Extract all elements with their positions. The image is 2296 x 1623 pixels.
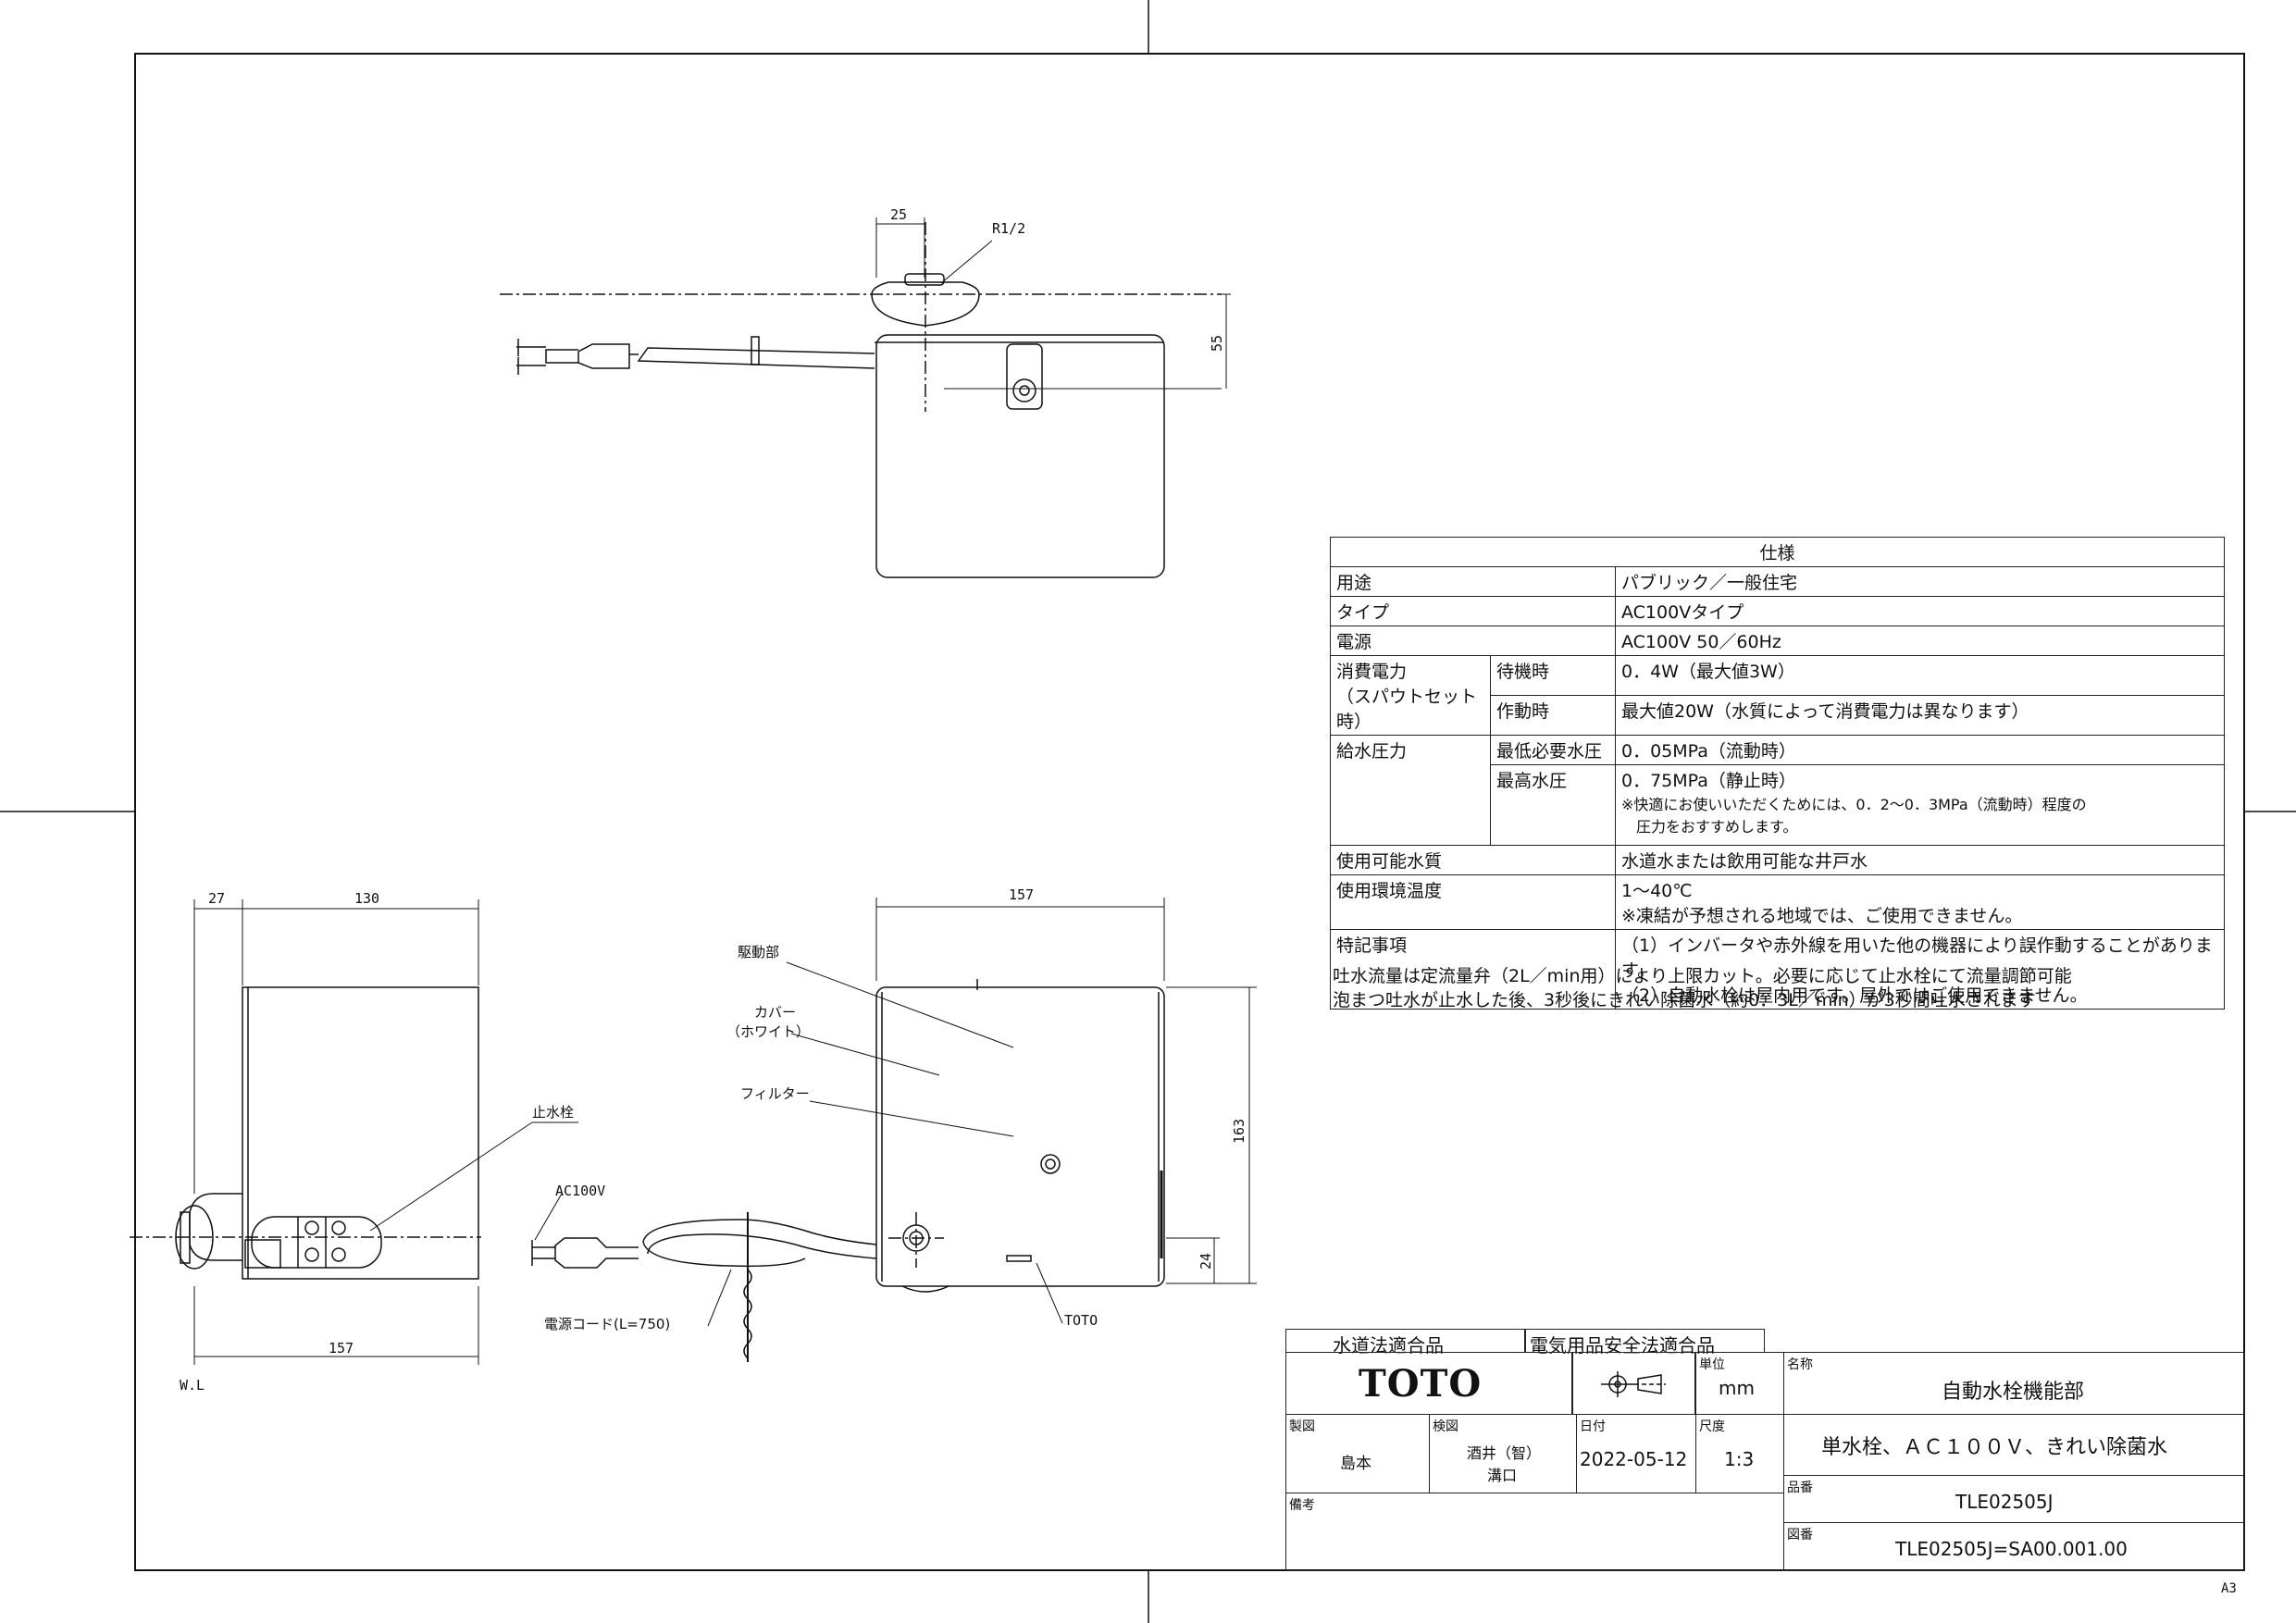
- scale-label: 尺度: [1699, 1419, 1725, 1434]
- spec-key: 用途: [1330, 566, 1616, 597]
- spec-table: 仕様 用途 パブリック／一般住宅 タイプ AC100Vタイプ 電源 AC100V…: [1330, 537, 2225, 1010]
- date-box: 日付 2022-05-12: [1576, 1414, 1696, 1493]
- unit-label: 単位: [1699, 1357, 1725, 1372]
- spec-value: 0．05MPa（流動時）: [1615, 735, 2225, 765]
- spec-key-line: （スパウトセット時）: [1336, 687, 1478, 732]
- spec-note-line: ※快適にお使いいただくためには、0．2～0．3MPa（流動時）程度の: [1621, 796, 2087, 813]
- cover-label: カバー: [754, 1004, 797, 1021]
- checked-value: 酒井（智）: [1467, 1444, 1542, 1462]
- drawing-number-label: 図番: [1787, 1528, 1813, 1542]
- scale-value: 1:3: [1724, 1448, 1755, 1470]
- front-view: [531, 898, 1257, 1362]
- spec-key: 消費電力 （スパウトセット時）: [1330, 655, 1491, 736]
- checked-box: 検図 酒井（智） 溝口: [1429, 1414, 1577, 1493]
- unit-value: mm: [1719, 1377, 1755, 1399]
- drawn-value: 島本: [1340, 1455, 1371, 1473]
- drawing-number-box: 図番 TLE02505J=SA00.001.00: [1783, 1522, 2245, 1571]
- product-name: 自動水栓機能部: [1942, 1381, 2085, 1404]
- sheet-size: A3: [2221, 1581, 2237, 1596]
- brand-mark-label: TOTO: [1064, 1312, 1098, 1329]
- spec-value-line: （1）インバータや赤外線を用いた他の機器により誤作動することがあります。: [1621, 935, 2213, 981]
- spec-title: 仕様: [1330, 537, 2225, 567]
- spec-key: 給水圧力: [1330, 735, 1491, 846]
- side-view: [130, 899, 578, 1365]
- projection-box: [1572, 1352, 1695, 1415]
- side-dim-offset: 27: [208, 890, 226, 907]
- top-body: [875, 334, 1165, 578]
- date-value: 2022-05-12: [1580, 1448, 1688, 1470]
- spec-subkey: 最低必要水圧: [1490, 735, 1616, 765]
- shutoff-valve-label: 止水栓: [532, 1104, 575, 1121]
- spec-note-line: 圧力をおすすめします。: [1621, 818, 1798, 836]
- name-label: 名称: [1787, 1357, 1813, 1372]
- cert-electric: 電気用品安全法適合品: [1530, 1334, 1715, 1357]
- spec-value: 1～40℃ ※凍結が予想される地域では、ご使用できません。: [1615, 874, 2225, 930]
- scale-box: 尺度 1:3: [1695, 1414, 1784, 1493]
- note-line: 吐水流量は定流量弁（2L／min用）により上限カット。必要に応じて止水栓にて流量…: [1333, 966, 2072, 986]
- note-line: 泡まつ吐水が止水した後、3秒後にきれい除菌水（約0．3L／min）が3秒間吐水さ…: [1333, 990, 2036, 1010]
- spec-key: 電源: [1330, 626, 1616, 656]
- spec-key: 特記事項: [1330, 929, 1616, 1010]
- spec-subkey: 作動時: [1490, 695, 1616, 736]
- top-view: [500, 217, 1231, 578]
- spec-value-line: （2）自動水栓は屋内用です。屋外ではご使用できません。: [1621, 985, 2088, 1006]
- checked-value-2: 溝口: [1487, 1467, 1518, 1484]
- spec-value: 最大値20W（水質によって消費電力は異なります）: [1615, 695, 2225, 736]
- spec-value: パブリック／一般住宅: [1615, 566, 2225, 597]
- product-description: 単水栓、ＡＣ１００Ｖ、きれい除菌水: [1821, 1436, 2168, 1459]
- remarks-box: 備考: [1285, 1493, 1784, 1571]
- toto-logo: TOTO: [1359, 1362, 1483, 1406]
- drawing-frame: [134, 53, 2245, 1571]
- unit-box: 単位 mm: [1695, 1352, 1784, 1415]
- drawing-notes: 吐水流量は定流量弁（2L／min用）により上限カット。必要に応じて止水栓にて流量…: [1333, 964, 2072, 1012]
- filter-label: フィルター: [740, 1085, 810, 1102]
- front-body: [875, 986, 1165, 1287]
- water-level-label: W.L: [180, 1377, 205, 1394]
- spec-key-line: 消費電力: [1336, 662, 1408, 682]
- spec-key: 使用環境温度: [1330, 874, 1616, 930]
- front-dim-height: 163: [1231, 1118, 1247, 1144]
- front-dim-width: 157: [1009, 886, 1035, 903]
- spec-value: AC100V 50／60Hz: [1615, 626, 2225, 656]
- spec-value: 水道水または飲用可能な井戸水: [1615, 845, 2225, 875]
- drawn-box: 製図 島本: [1285, 1414, 1430, 1493]
- drawing-number: TLE02505J=SA00.001.00: [1895, 1538, 2128, 1560]
- side-dim-total: 157: [329, 1340, 354, 1357]
- name-box: 名称 自動水栓機能部 単水栓、ＡＣ１００Ｖ、きれい除菌水: [1783, 1352, 2245, 1476]
- spec-key: 使用可能水質: [1330, 845, 1616, 875]
- checked-label: 検図: [1433, 1419, 1458, 1434]
- drive-unit-label: 駆動部: [738, 944, 780, 960]
- power-supply-label: AC100V: [555, 1183, 606, 1199]
- date-label: 日付: [1580, 1419, 1606, 1434]
- logo-box: TOTO: [1285, 1352, 1572, 1415]
- part-box: 品番 TLE02505J: [1783, 1475, 2245, 1523]
- remarks-label: 備考: [1289, 1498, 1315, 1513]
- top-dim-width: 25: [890, 206, 908, 223]
- top-dim-height: 55: [1209, 334, 1225, 352]
- spec-key: タイプ: [1330, 596, 1616, 626]
- drawn-label: 製図: [1289, 1419, 1315, 1434]
- side-body: [242, 986, 479, 1280]
- spec-subkey: 待機時: [1490, 655, 1616, 696]
- cover-color-label: （ホワイト）: [726, 1023, 811, 1040]
- spec-subkey: 最高水圧: [1490, 764, 1616, 846]
- cert-water-box: 水道法適合品: [1285, 1329, 1525, 1357]
- spec-value: 0．75MPa（静止時） ※快適にお使いいただくためには、0．2～0．3MPa（…: [1615, 764, 2225, 846]
- part-number: TLE02505J: [1955, 1491, 2054, 1513]
- cert-electric-box: 電気用品安全法適合品: [1525, 1329, 1765, 1357]
- spec-value: （1）インバータや赤外線を用いた他の機器により誤作動することがあります。 （2）…: [1615, 929, 2225, 1010]
- power-cord-label: 電源コード(L=750): [544, 1316, 671, 1332]
- spec-value-line: 0．75MPa（静止時）: [1621, 771, 1796, 791]
- cert-water: 水道法適合品: [1333, 1334, 1444, 1357]
- third-angle-projection-icon: [1601, 1371, 1666, 1397]
- side-dim-depth: 130: [354, 890, 380, 907]
- spec-value-line: ※凍結が予想される地域では、ご使用できません。: [1621, 906, 2023, 926]
- spec-value: 0．4W（最大値3W）: [1615, 655, 2225, 696]
- spec-value-line: 1～40℃: [1621, 881, 1693, 901]
- part-label: 品番: [1787, 1481, 1813, 1495]
- front-dim-bottom: 24: [1198, 1252, 1214, 1270]
- spec-value: AC100Vタイプ: [1615, 596, 2225, 626]
- top-thread-label: R1/2: [992, 220, 1026, 237]
